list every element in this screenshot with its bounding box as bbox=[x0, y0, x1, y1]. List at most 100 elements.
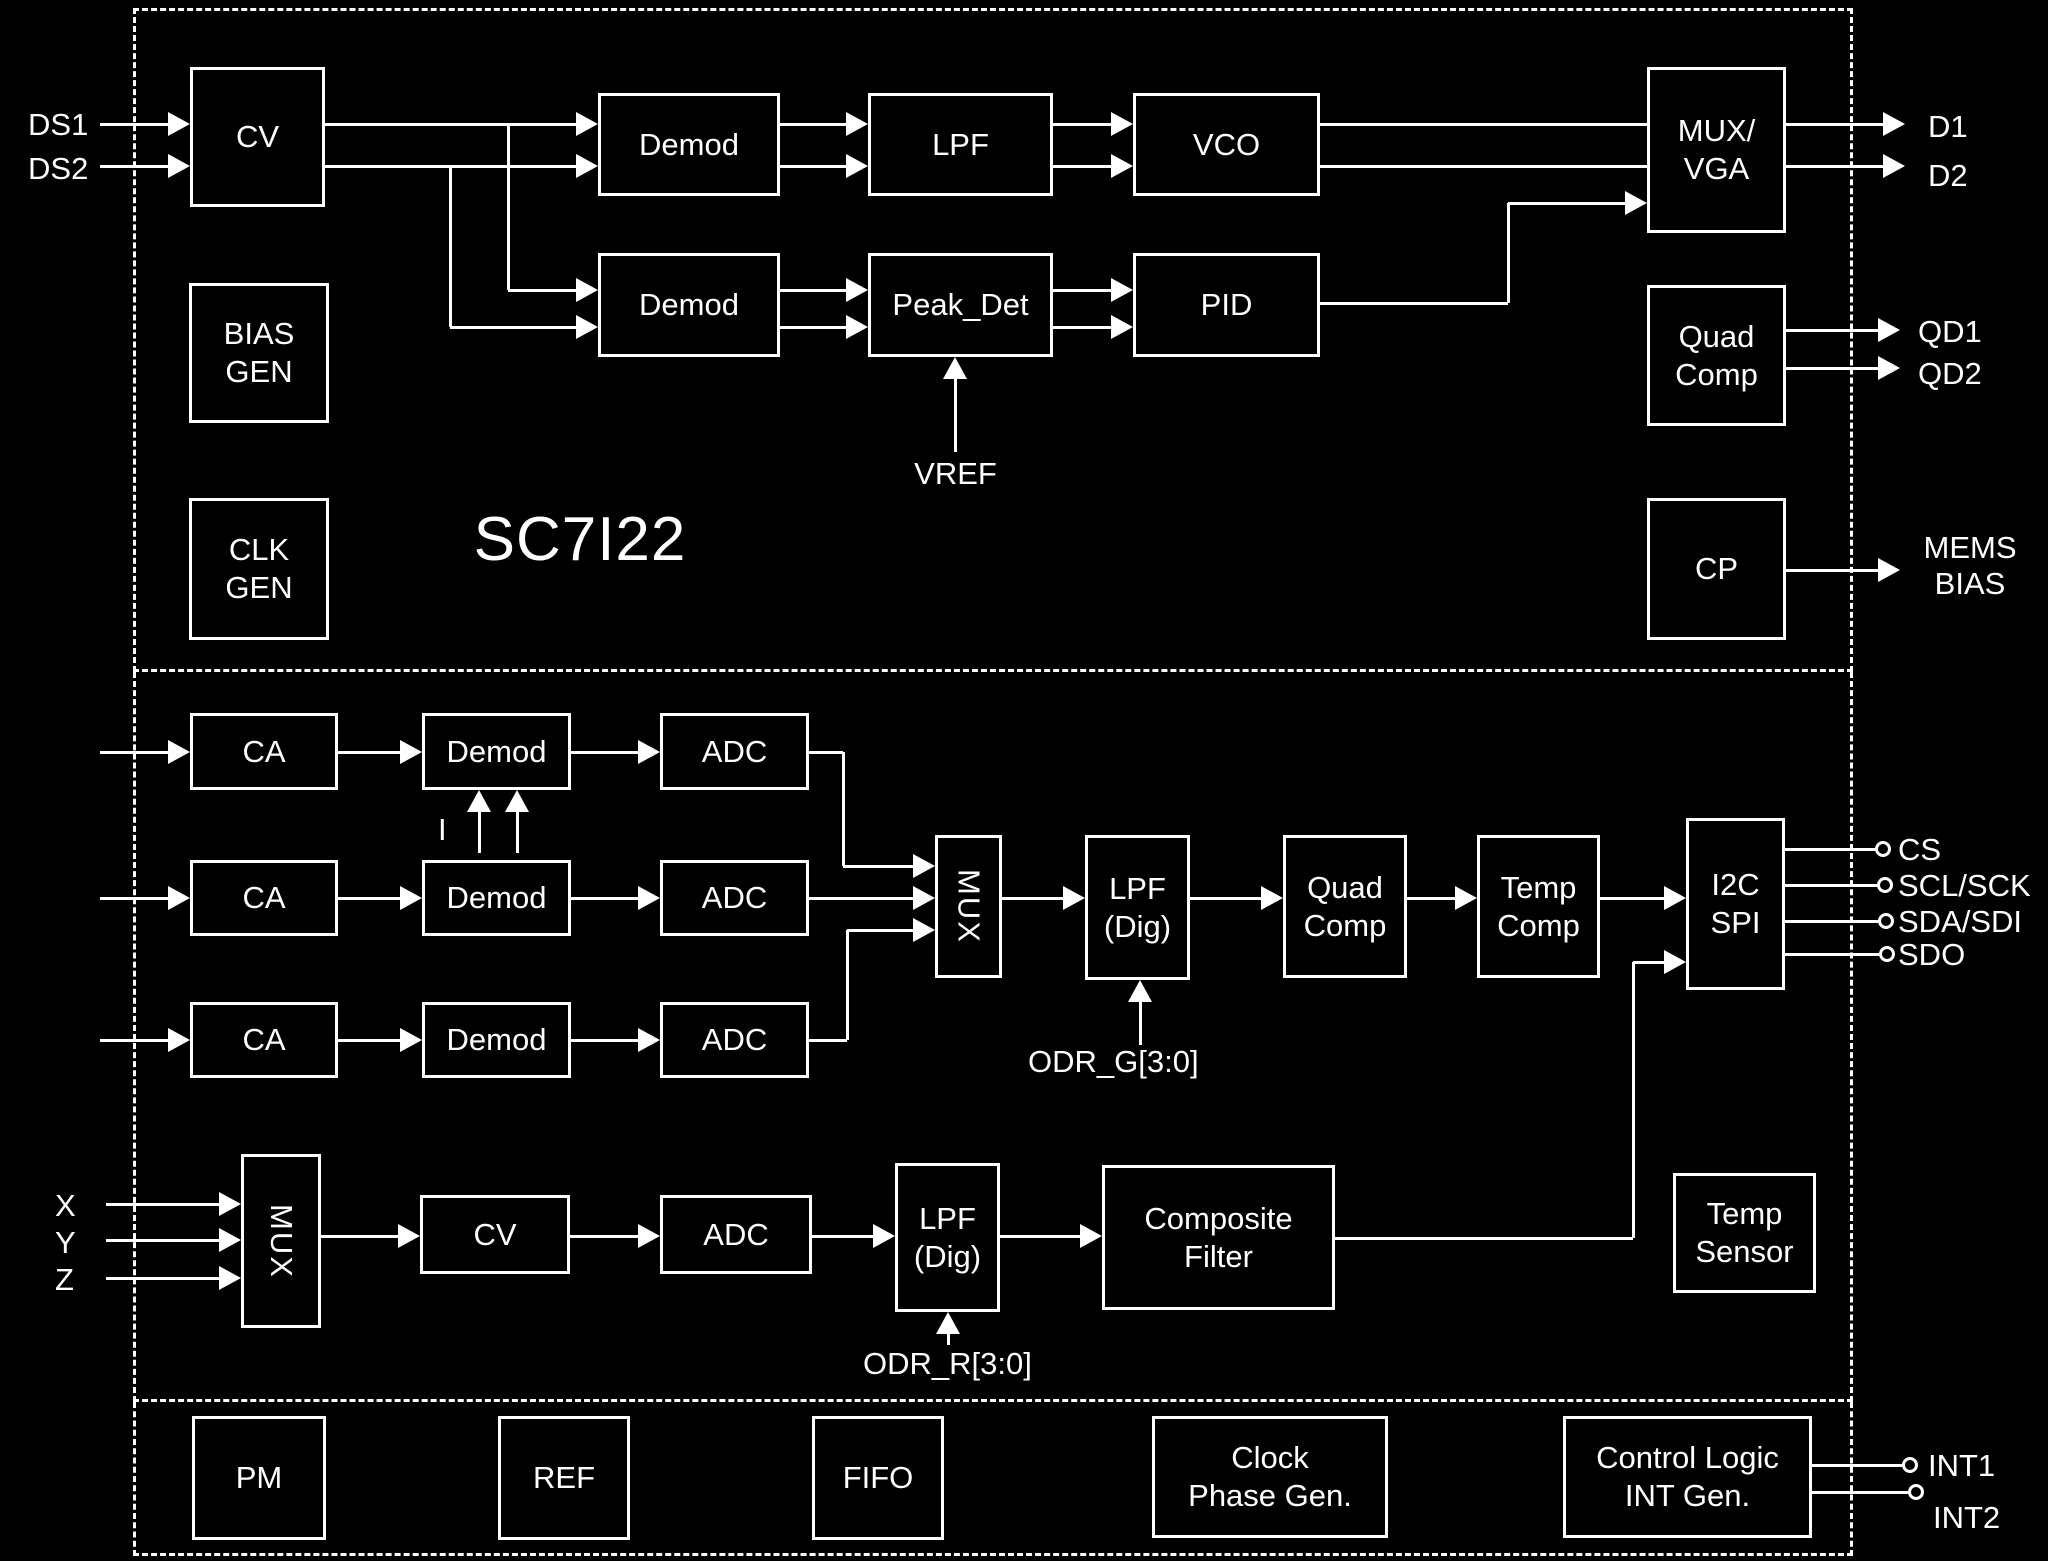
wire-segment bbox=[100, 751, 170, 754]
wire-segment bbox=[1407, 897, 1457, 900]
pin-circle bbox=[1875, 841, 1891, 857]
arrowhead-up-icon bbox=[505, 790, 529, 812]
block-adc-gyro3: ADC bbox=[660, 1002, 809, 1078]
block-peak-det: Peak_Det bbox=[868, 253, 1053, 357]
wire-segment bbox=[809, 751, 843, 754]
wire-segment bbox=[106, 1239, 221, 1242]
block-control-logic: Control Logic INT Gen. bbox=[1563, 1416, 1812, 1538]
block-temp-comp: Temp Comp bbox=[1477, 835, 1600, 978]
arrowhead-icon bbox=[1878, 558, 1900, 582]
pin-label-ds1: DS1 bbox=[28, 107, 89, 142]
wire-segment bbox=[947, 1332, 950, 1345]
pin-label-x: X bbox=[55, 1188, 76, 1223]
wire-segment bbox=[571, 1039, 640, 1042]
arrowhead-icon bbox=[846, 315, 868, 339]
pin-label-sdo: SDO bbox=[1898, 937, 1966, 972]
wire-segment bbox=[1320, 123, 1647, 126]
arrowhead-up-icon bbox=[943, 357, 967, 379]
wire-segment bbox=[809, 1039, 847, 1042]
block-ca1: CA bbox=[190, 713, 338, 790]
pin-label-ds2: DS2 bbox=[28, 151, 89, 186]
arrowhead-icon bbox=[168, 740, 190, 764]
block-demod-drive1: Demod bbox=[598, 93, 780, 196]
block-lpf-dig-accel: LPF (Dig) bbox=[895, 1163, 1000, 1312]
wire-segment bbox=[1812, 1491, 1909, 1494]
pin-circle bbox=[1902, 1457, 1918, 1473]
arrowhead-icon bbox=[1111, 315, 1133, 339]
annotation-i-signal: I bbox=[438, 812, 447, 847]
wire-segment bbox=[1190, 897, 1263, 900]
block-adc-gyro2: ADC bbox=[660, 860, 809, 936]
pin-circle bbox=[1878, 913, 1894, 929]
pin-circle bbox=[1877, 877, 1893, 893]
annotation-odr-r: ODR_R[3:0] bbox=[863, 1346, 1032, 1381]
arrowhead-icon bbox=[638, 740, 660, 764]
arrowhead-icon bbox=[576, 278, 598, 302]
section-sense-channels bbox=[133, 672, 1853, 1402]
wire-segment bbox=[1786, 367, 1880, 370]
wire-segment bbox=[570, 1235, 640, 1238]
pin-label-scl-sck: SCL/SCK bbox=[1898, 868, 2031, 903]
wire-segment bbox=[1632, 962, 1635, 1238]
arrowhead-icon bbox=[638, 1028, 660, 1052]
wire-segment bbox=[1785, 953, 1880, 956]
block-cp: CP bbox=[1647, 498, 1786, 640]
wire-segment bbox=[780, 165, 848, 168]
arrowhead-icon bbox=[1878, 318, 1900, 342]
block-lpf-drive: LPF bbox=[868, 93, 1053, 196]
wire-segment bbox=[1000, 1235, 1082, 1238]
wire-segment bbox=[1053, 123, 1113, 126]
wire-segment bbox=[1507, 203, 1510, 303]
wire-segment bbox=[100, 165, 170, 168]
block-demod-gyro3: Demod bbox=[422, 1002, 571, 1078]
wire-segment bbox=[106, 1203, 221, 1206]
wire-segment bbox=[842, 752, 845, 866]
block-bias-gen: BIAS GEN bbox=[189, 283, 329, 423]
arrowhead-icon bbox=[1664, 950, 1686, 974]
wire-segment bbox=[1786, 165, 1885, 168]
block-ref: REF bbox=[498, 1416, 630, 1540]
arrowhead-icon bbox=[873, 1224, 895, 1248]
block-mux-vga: MUX/ VGA bbox=[1647, 67, 1786, 233]
wire-segment bbox=[780, 326, 848, 329]
arrowhead-icon bbox=[400, 740, 422, 764]
block-pid: PID bbox=[1133, 253, 1320, 357]
section-drive-loop bbox=[133, 8, 1853, 672]
arrowhead-icon bbox=[576, 315, 598, 339]
wire-segment bbox=[1335, 1237, 1633, 1240]
arrowhead-icon bbox=[400, 886, 422, 910]
pin-circle bbox=[1908, 1484, 1924, 1500]
pin-label-int2: INT2 bbox=[1933, 1500, 2001, 1535]
arrowhead-icon bbox=[913, 854, 935, 878]
block-composite-filter: Composite Filter bbox=[1102, 1165, 1335, 1310]
wire-segment bbox=[450, 326, 578, 329]
arrowhead-icon bbox=[576, 112, 598, 136]
wire-segment bbox=[780, 123, 848, 126]
pin-label-qd2: QD2 bbox=[1918, 356, 1982, 391]
wire-segment bbox=[843, 865, 915, 868]
pin-label-d2: D2 bbox=[1928, 158, 1968, 193]
pin-label-int1: INT1 bbox=[1928, 1448, 1996, 1483]
wire-segment bbox=[1053, 165, 1113, 168]
chip-title: SC7I22 bbox=[473, 505, 687, 574]
arrowhead-icon bbox=[1261, 886, 1283, 910]
pin-label-z: Z bbox=[55, 1262, 74, 1297]
arrowhead-icon bbox=[219, 1192, 241, 1216]
block-i2c-spi: I2C SPI bbox=[1686, 818, 1785, 990]
arrowhead-icon bbox=[400, 1028, 422, 1052]
arrowhead-icon bbox=[638, 1224, 660, 1248]
arrowhead-icon bbox=[168, 886, 190, 910]
arrowhead-icon bbox=[1883, 112, 1905, 136]
pin-label-qd1: QD1 bbox=[1918, 314, 1982, 349]
block-adc-accel: ADC bbox=[660, 1195, 812, 1274]
wire-segment bbox=[325, 123, 578, 126]
arrowhead-icon bbox=[913, 886, 935, 910]
wire-segment bbox=[571, 897, 640, 900]
wire-segment bbox=[516, 810, 519, 853]
wire-segment bbox=[106, 1277, 221, 1280]
arrowhead-icon bbox=[168, 112, 190, 136]
arrowhead-icon bbox=[1111, 112, 1133, 136]
block-mux-gyro: MUX bbox=[935, 835, 1002, 978]
arrowhead-icon bbox=[1625, 191, 1647, 215]
block-cv-drive: CV bbox=[190, 67, 325, 207]
